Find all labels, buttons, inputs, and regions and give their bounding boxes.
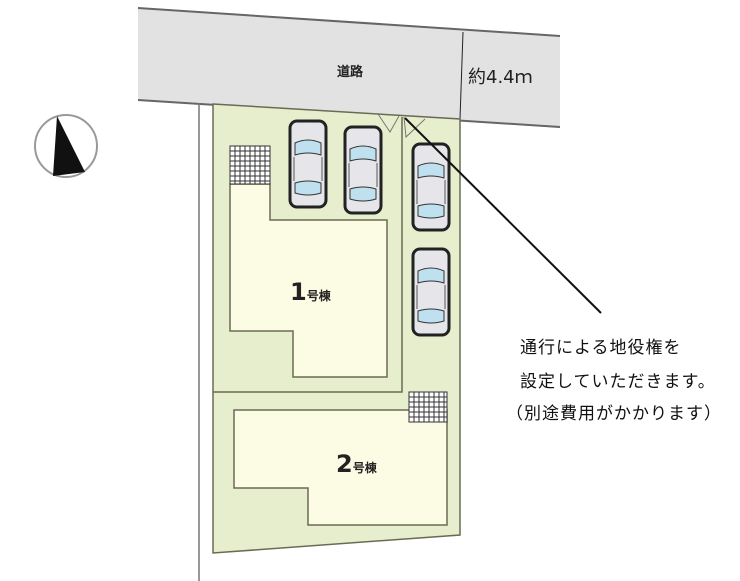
grid-area-1	[229, 145, 271, 185]
parking-car-1	[288, 119, 328, 209]
annotation-line-3: （別途費用がかかります）	[506, 404, 722, 424]
annotation-line-2: 設定していただきます。	[520, 372, 716, 392]
road-width-divider	[459, 31, 464, 120]
grid-area-2	[408, 391, 448, 423]
parking-car-2	[343, 125, 383, 215]
road-width-label: 約4.4ｍ	[468, 67, 533, 88]
building-2-label: 2号棟	[336, 450, 378, 478]
annotation-line-1: 通行による地役権を	[520, 338, 682, 358]
building-1-label: 1号棟	[290, 278, 332, 306]
road-edge-top	[137, 7, 561, 37]
entrance-mark	[403, 116, 426, 139]
entrance-mark	[377, 113, 400, 133]
north-compass-icon	[34, 114, 98, 178]
road-label: 道路	[337, 64, 364, 80]
parking-car-4	[411, 247, 451, 337]
lot-1-boundary	[213, 117, 403, 393]
building-1	[229, 183, 388, 378]
leader-line	[404, 117, 602, 314]
road	[138, 8, 560, 128]
